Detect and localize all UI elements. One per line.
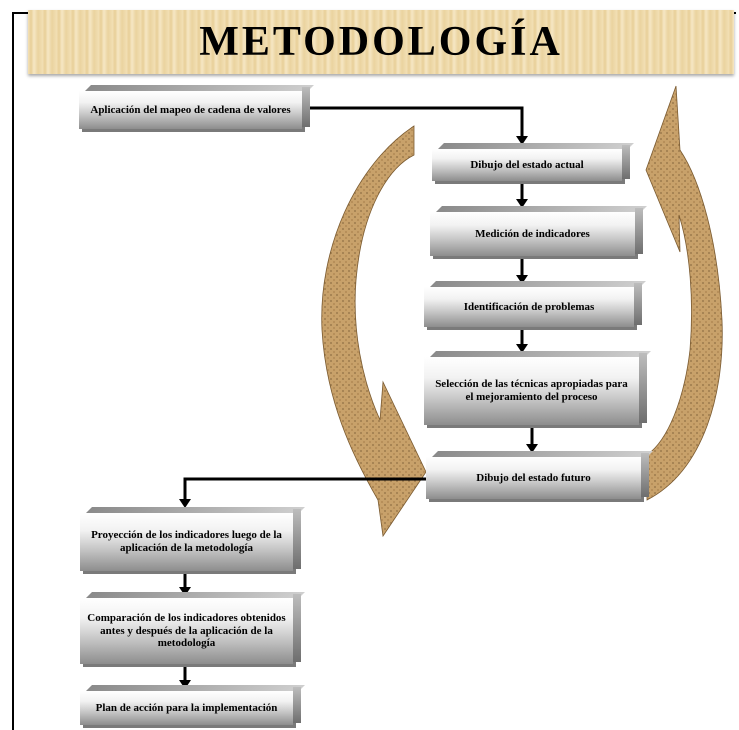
step-1-box: Aplicación del mapeo de cadena de valore… [79,87,310,129]
step-3-label: Medición de indicadores [475,227,590,240]
step-2-box: Dibujo del estado actual [432,145,630,181]
step-7-box: Proyección de los indicadores luego de l… [80,509,301,571]
step-3-box: Medición de indicadores [430,208,643,256]
step-4-label: Identificación de problemas [463,300,595,313]
step-6-box: Dibujo del estado futuro [426,453,649,499]
step-9-box: Plan de acción para la implementación [80,687,301,725]
title-banner: METODOLOGÍA [28,10,734,74]
step-1-label: Aplicación del mapeo de cadena de valore… [90,103,291,116]
page-title: METODOLOGÍA [199,19,563,65]
connector-lines [183,106,534,681]
step-8-label: Comparación de los indicadores obtenidos… [87,612,286,650]
step-2-label: Dibujo del estado actual [470,158,584,171]
step-5-box: Selección de las técnicas apropiadas par… [424,353,647,425]
step-7-label: Proyección de los indicadores luego de l… [91,529,282,554]
step-9-label: Plan de acción para la implementación [95,701,278,714]
cycle-arrow-left [321,125,427,538]
cycle-arrow-right [645,85,723,501]
step-6-label: Dibujo del estado futuro [476,471,591,484]
step-4-box: Identificación de problemas [424,283,642,327]
step-5-label: Selección de las técnicas apropiadas par… [435,378,628,403]
step-8-box: Comparación de los indicadores obtenidos… [80,594,301,664]
